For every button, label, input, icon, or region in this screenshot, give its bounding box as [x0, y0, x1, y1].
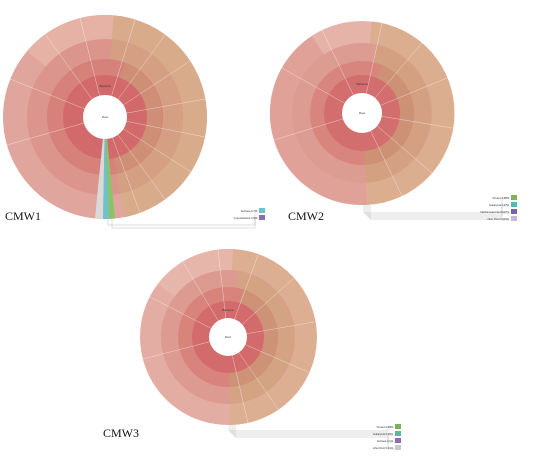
legend-text: Viruses 0.06%: [376, 425, 393, 429]
legend-swatch: [511, 216, 517, 221]
center-label: Root: [102, 115, 109, 119]
legend-leaders: [363, 197, 510, 221]
krona-chart-cmw3: Root Bacteria: [140, 248, 317, 425]
legend-item: Methanosarcinia 0.047%: [480, 209, 517, 214]
panel-label-cmw2: CMW2: [288, 209, 324, 223]
legend-text: other Root 0.003%: [487, 217, 509, 221]
legend-item: Viruses 0.08%: [492, 195, 517, 200]
ring-label: Bacteria: [99, 84, 110, 88]
legend-text: Archaea 0.7%: [241, 209, 258, 213]
legend-swatch: [395, 438, 401, 443]
legend-swatch: [395, 424, 401, 429]
panel-cmw3: Root Bacteria: [140, 248, 395, 450]
krona-chart-cmw1: Root Bacteria: [3, 14, 207, 220]
panel-cmw1: Root Bacteria: [3, 14, 260, 229]
center-label: Root: [359, 111, 366, 115]
legend-item: Cyanobacteria 0.5%: [234, 215, 265, 220]
legend-cmw3: Viruses 0.06% Eukaryota 0.05% Archaea 0.…: [373, 424, 401, 450]
legend-text: Eukaryota 0.07%: [489, 203, 509, 207]
legend-cmw1: Archaea 0.7% Cyanobacteria 0.5%: [234, 208, 265, 220]
legend-text: Archaea 0.1%: [377, 439, 394, 443]
legend-text: other Root 0.01%: [373, 446, 394, 450]
legend-text: Cyanobacteria 0.5%: [234, 216, 258, 220]
wedge-grey: [95, 117, 105, 219]
legend-swatch: [259, 215, 265, 220]
legend-swatch: [395, 445, 401, 450]
legend-swatch: [511, 202, 517, 207]
legend-leaders: [107, 210, 260, 229]
legend-swatch: [395, 431, 401, 436]
krona-chart-cmw2: Root Bacteria: [269, 21, 455, 206]
legend-leaders: [228, 425, 395, 450]
legend-item: other Root 0.01%: [373, 445, 401, 450]
legend-text: Methanosarcinia 0.047%: [480, 210, 509, 214]
legend-item: Eukaryota 0.07%: [489, 202, 517, 207]
center-hole: [83, 95, 127, 139]
ring-label: Bacteria: [356, 82, 367, 86]
legend-item: Viruses 0.06%: [376, 424, 401, 429]
legend-text: Eukaryota 0.05%: [373, 432, 393, 436]
wedge-cyanobacteria: [105, 117, 115, 219]
panel-label-cmw3: CMW3: [103, 426, 139, 440]
legend-swatch: [511, 209, 517, 214]
panel-cmw2: Root Bacteria: [269, 21, 510, 221]
wedge-archaea: [103, 117, 109, 220]
legend-swatch: [259, 208, 265, 213]
center-hole: [342, 93, 382, 133]
center-hole: [209, 318, 247, 356]
ring-label: Bacteria: [222, 308, 233, 312]
legend-cmw2: Viruses 0.08% Eukaryota 0.07% Methanosar…: [480, 195, 517, 221]
legend-item: Eukaryota 0.05%: [373, 431, 401, 436]
legend-text: Viruses 0.08%: [492, 196, 509, 200]
center-label: Root: [225, 335, 232, 339]
legend-item: other Root 0.003%: [487, 216, 517, 221]
legend-item: Archaea 0.1%: [377, 438, 401, 443]
legend-swatch: [511, 195, 517, 200]
legend-item: Archaea 0.7%: [241, 208, 265, 213]
panel-label-cmw1: CMW1: [5, 209, 41, 223]
